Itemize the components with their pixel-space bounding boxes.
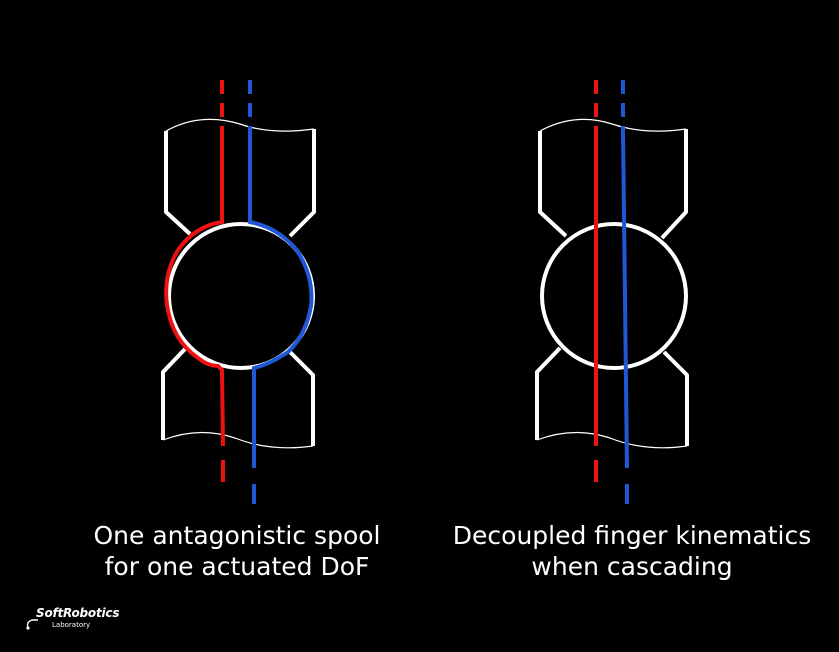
right-caption-line-1: Decoupled finger kinematics [452, 521, 812, 550]
left-blue-tendon [248, 130, 314, 468]
logo-name: SoftRobotics [36, 606, 120, 620]
right-lower-link-outline [535, 346, 689, 446]
left-caption-line-2: for one actuated DoF [104, 552, 370, 581]
right-caption-line-2: when cascading [531, 552, 733, 581]
logo-mark-icon [26, 619, 38, 630]
right-upper-link-outline [538, 129, 688, 240]
right-blue-tendon [621, 129, 629, 469]
left-upper-link-outline [164, 129, 316, 238]
left-caption: One antagonistic spool for one actuated … [62, 520, 412, 582]
right-joint-diagram [535, 80, 689, 504]
right-caption: Decoupled finger kinematics when cascadi… [432, 520, 832, 582]
left-red-tendon [164, 130, 225, 447]
left-caption-line-1: One antagonistic spool [93, 521, 381, 550]
right-lower-link-edge [536, 431, 688, 449]
left-lower-link-outline [161, 346, 315, 446]
logo-subtitle: Laboratory [52, 621, 91, 629]
left-upper-link-edge [165, 118, 315, 132]
left-joint-diagram [161, 80, 316, 504]
left-lower-link-edge [162, 431, 314, 449]
right-spool-circle [540, 222, 688, 370]
right-upper-link-edge [539, 118, 687, 132]
lab-logo: SoftRobotics Laboratory [24, 606, 134, 634]
